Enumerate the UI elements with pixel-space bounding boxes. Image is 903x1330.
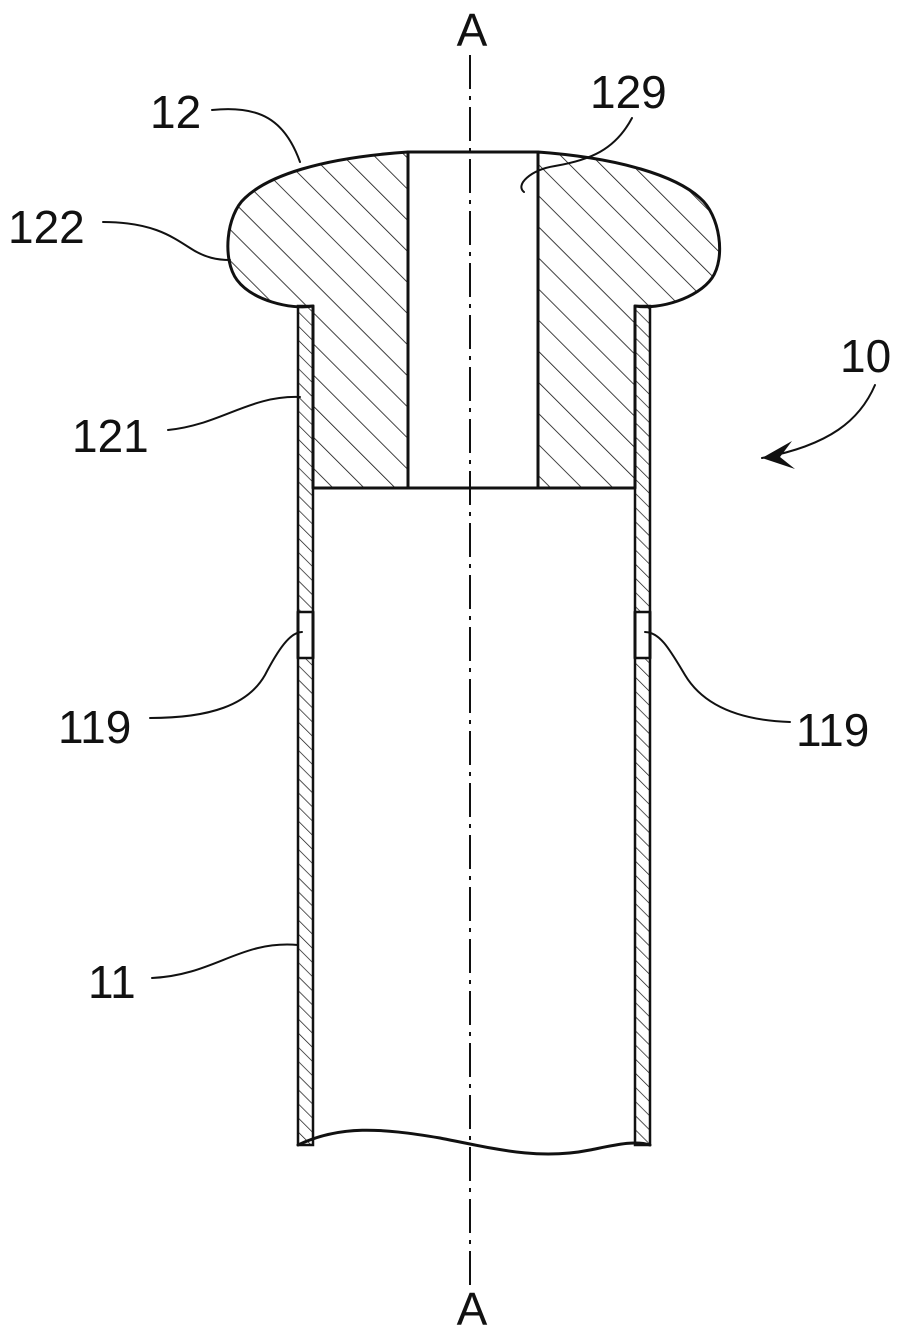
leader-tube xyxy=(152,945,298,978)
bore-outline xyxy=(408,152,538,488)
hole-left xyxy=(298,612,313,658)
leader-flange xyxy=(103,222,230,260)
tube-wall-left xyxy=(298,306,313,1145)
axis-label-bottom: A xyxy=(457,1283,488,1330)
tube-break-line xyxy=(298,1130,650,1154)
label-assembly: 10 xyxy=(840,330,891,382)
leader-shank xyxy=(168,397,300,430)
label-cap: 12 xyxy=(150,86,201,138)
axis-label-top: A xyxy=(457,4,488,56)
tube-wall-right xyxy=(635,306,650,1145)
leader-hole-left xyxy=(150,632,302,718)
label-shank: 121 xyxy=(72,410,149,462)
hole-right xyxy=(635,612,650,658)
leader-assembly xyxy=(762,385,875,458)
leader-hole-right xyxy=(645,632,790,722)
label-tube: 11 xyxy=(88,956,136,1008)
label-hole-right: 119 xyxy=(796,704,869,756)
cap-right-section xyxy=(538,152,720,488)
cap-left-section xyxy=(228,152,408,488)
assembly-arrowhead xyxy=(762,441,795,469)
label-hole-left: 119 xyxy=(58,701,131,753)
label-bore: 129 xyxy=(590,66,667,118)
leader-cap xyxy=(212,109,300,162)
label-flange: 122 xyxy=(8,201,85,253)
